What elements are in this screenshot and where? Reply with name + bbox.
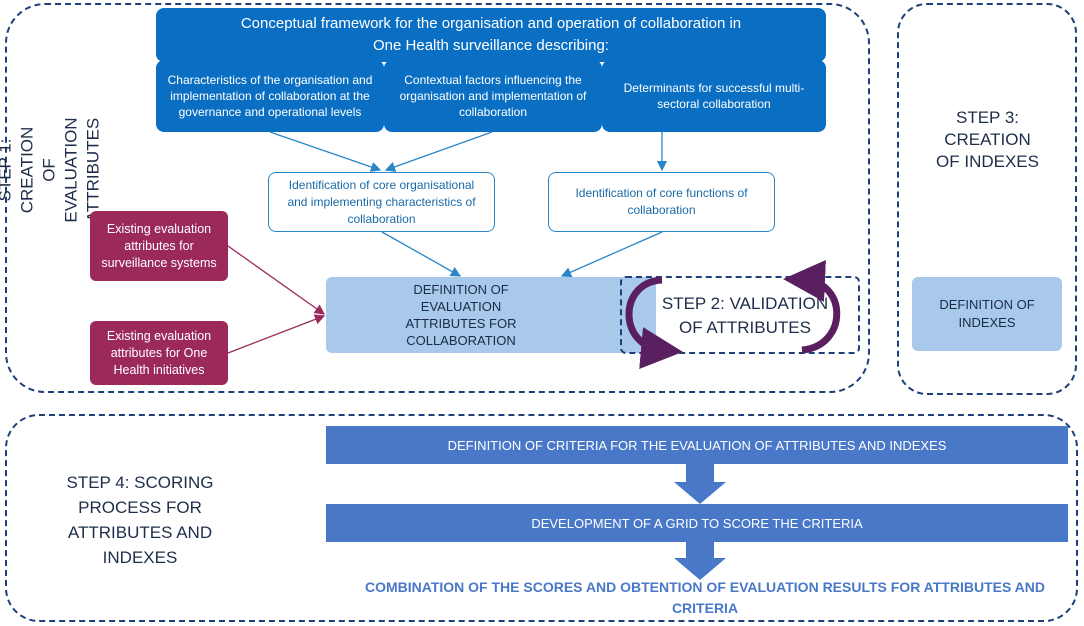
- step2-label-text: STEP 2: VALIDATION OF ATTRIBUTES: [661, 294, 829, 337]
- grid-bar: DEVELOPMENT OF A GRID TO SCORE THE CRITE…: [326, 504, 1068, 542]
- step2-label: STEP 2: VALIDATION OF ATTRIBUTES: [655, 290, 835, 342]
- framework-box-contextual: Contextual factors influencing the organ…: [384, 60, 602, 132]
- step4-container: [5, 414, 1078, 622]
- existing-one-health-box: Existing evaluation attributes for One H…: [90, 321, 228, 385]
- definition-indexes-text: DEFINITION OF INDEXES: [939, 297, 1035, 330]
- framework-box-determinants-text: Determinants for successful multi-sector…: [623, 81, 805, 111]
- definition-attributes-text: DEFINITION OF EVALUATION ATTRIBUTES FOR …: [405, 282, 517, 348]
- combination-text: COMBINATION OF THE SCORES AND OBTENTION …: [360, 577, 1050, 623]
- validation-arrow-right: [783, 260, 841, 354]
- combination-text-value: COMBINATION OF THE SCORES AND OBTENTION …: [364, 579, 1046, 616]
- grid-bar-text: DEVELOPMENT OF A GRID TO SCORE THE CRITE…: [531, 515, 863, 531]
- arrow-surveillance-to-definition: [227, 245, 326, 315]
- step2-container: [620, 276, 860, 354]
- framework-box-contextual-text: Contextual factors influencing the organ…: [399, 73, 587, 119]
- down-arrow-criteria-to-grid: [674, 464, 726, 504]
- definition-indexes-box: DEFINITION OF INDEXES: [912, 277, 1062, 351]
- framework-box-determinants: Determinants for successful multi-sector…: [602, 60, 826, 132]
- existing-one-health-text: Existing evaluation attributes for One H…: [106, 328, 212, 377]
- step1-container: [5, 3, 870, 393]
- down-arrow-grid-to-combination: [674, 542, 726, 580]
- criteria-bar-text: DEFINITION OF CRITERIA FOR THE EVALUATIO…: [447, 437, 947, 453]
- step3-container: [897, 3, 1077, 395]
- framework-box-characteristics: Characteristics of the organisation and …: [156, 60, 384, 132]
- existing-surveillance-box: Existing evaluation attributes for surve…: [90, 211, 228, 281]
- step4-label: STEP 4: SCORING PROCESS FOR ATTRIBUTES A…: [40, 465, 240, 575]
- validation-arrow-left: [625, 276, 683, 369]
- framework-title-text: Conceptual framework for the organisatio…: [240, 15, 742, 54]
- step3-label: STEP 3: CREATION OF INDEXES: [905, 100, 1070, 180]
- framework-box-characteristics-text: Characteristics of the organisation and …: [167, 73, 373, 119]
- step4-label-text: STEP 4: SCORING PROCESS FOR ATTRIBUTES A…: [66, 473, 214, 567]
- definition-attributes-box: DEFINITION OF EVALUATION ATTRIBUTES FOR …: [326, 277, 656, 353]
- arrow-contextual-to-core: [384, 131, 493, 172]
- arrow-one-health-to-definition: [227, 314, 326, 354]
- existing-surveillance-text: Existing evaluation attributes for surve…: [101, 221, 217, 270]
- core-characteristics-text: Identification of core organisational an…: [287, 177, 476, 226]
- criteria-bar: DEFINITION OF CRITERIA FOR THE EVALUATIO…: [326, 426, 1068, 464]
- arrow-characteristics-to-core: [269, 131, 382, 172]
- core-functions-text: Identification of core functions of coll…: [575, 186, 748, 217]
- arrow-functions-to-definition: [560, 231, 663, 278]
- framework-title: Conceptual framework for the organisatio…: [156, 8, 826, 62]
- arrow-core-to-definition: [381, 231, 462, 277]
- core-characteristics-box: Identification of core organisational an…: [268, 172, 495, 232]
- core-functions-box: Identification of core functions of coll…: [548, 172, 775, 232]
- step3-label-text: STEP 3: CREATION OF INDEXES: [936, 108, 1039, 171]
